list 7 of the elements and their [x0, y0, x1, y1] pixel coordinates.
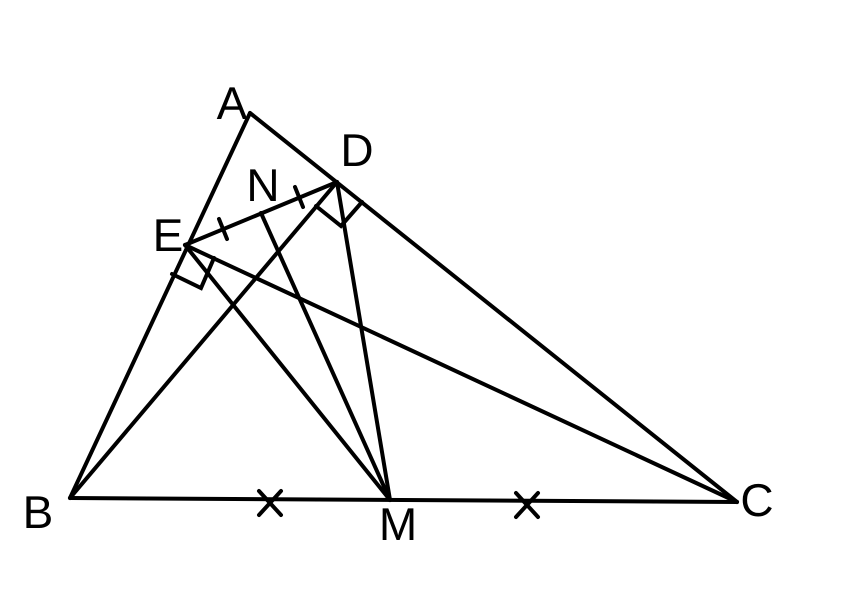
point-label: D [340, 127, 374, 173]
point-label: C [740, 477, 774, 523]
point-label: B [22, 489, 54, 535]
point-label: A [216, 80, 248, 126]
point-label: N [246, 162, 280, 208]
point-label: E [152, 212, 184, 258]
point-label: M [378, 501, 418, 547]
